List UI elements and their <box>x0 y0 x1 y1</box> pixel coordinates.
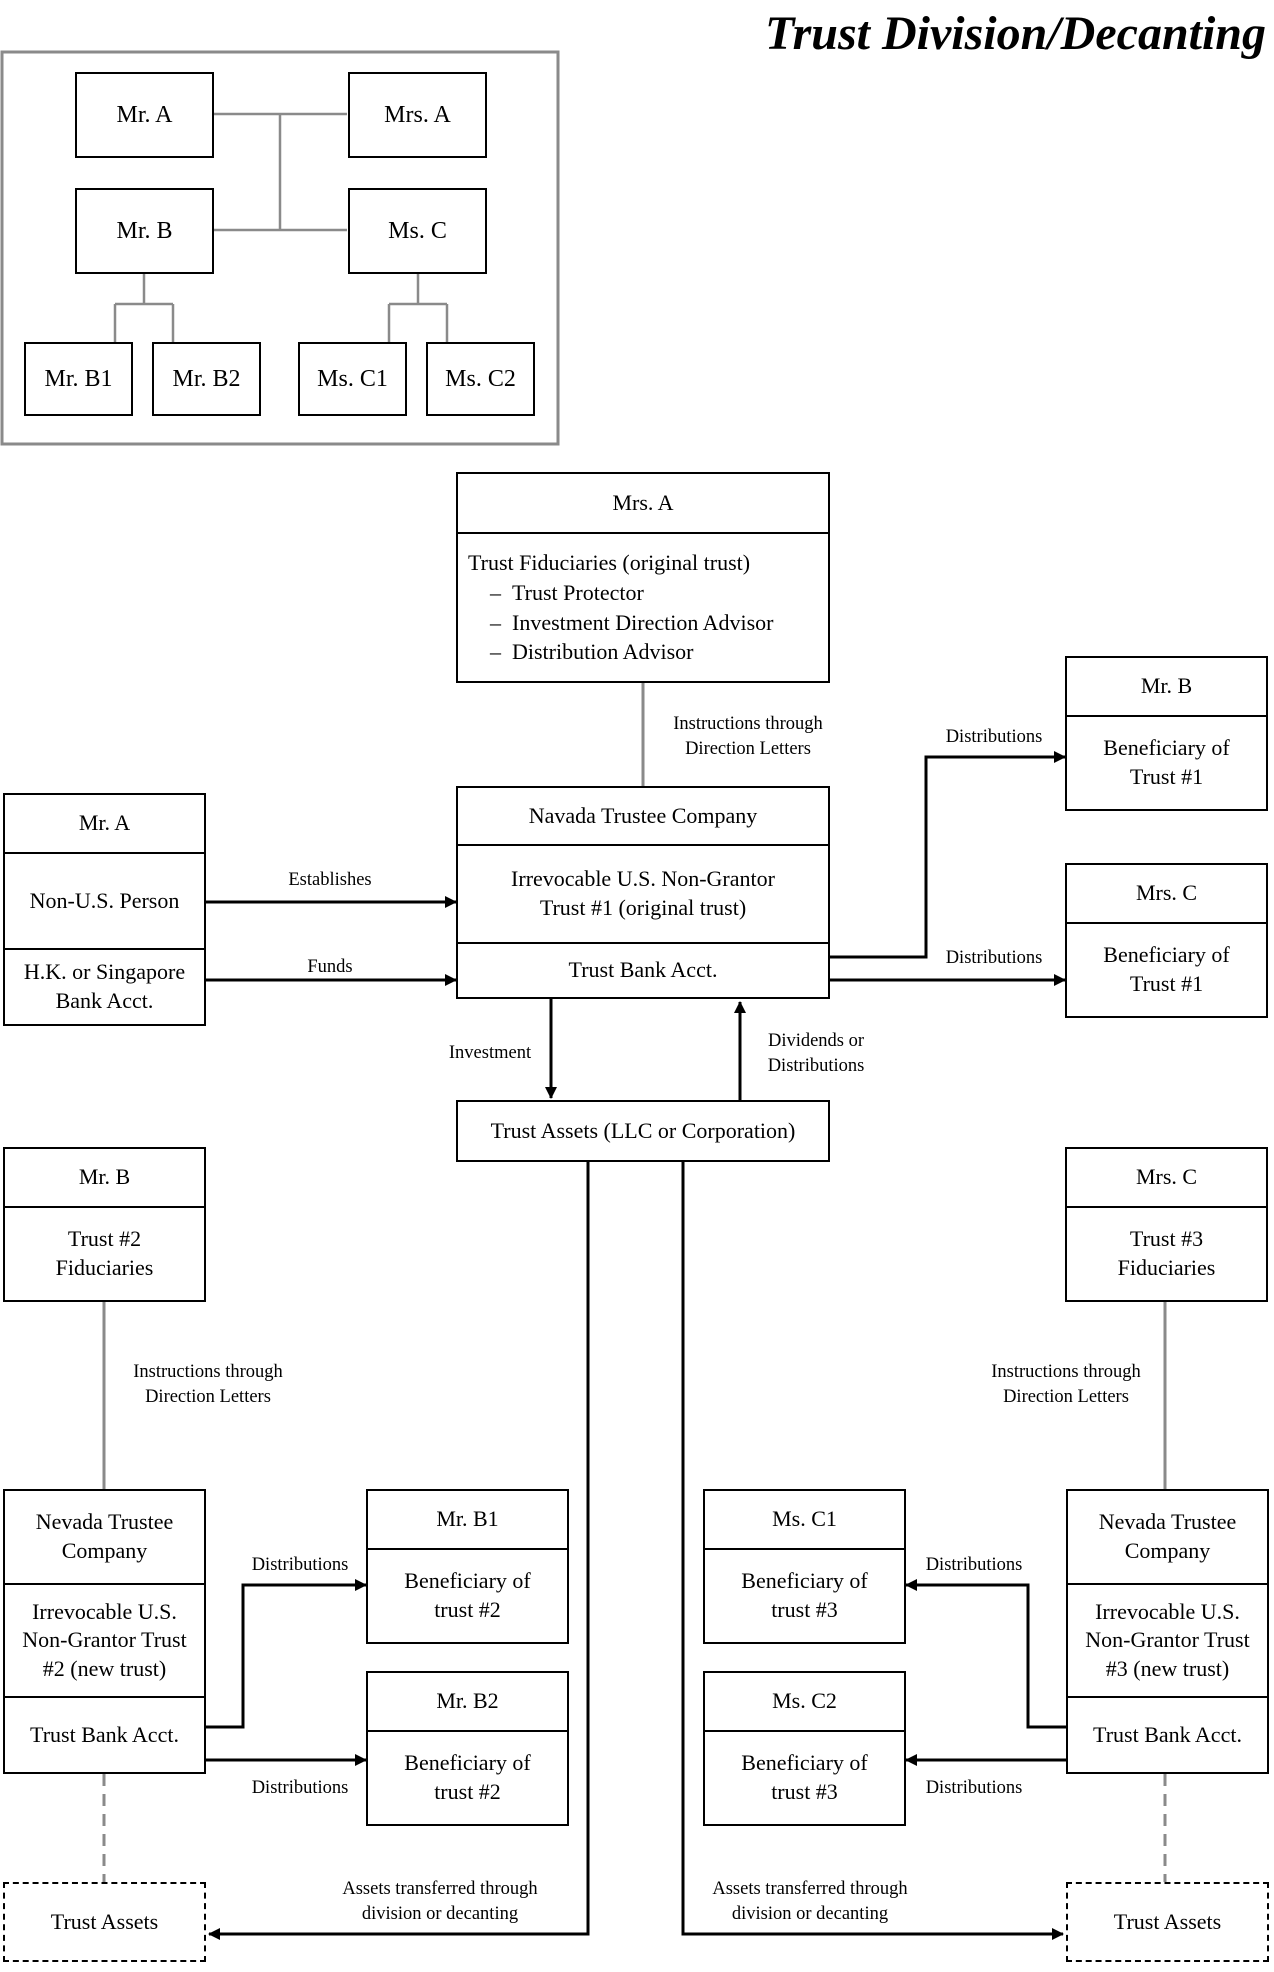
family-ms-c1: Ms. C1 <box>298 342 407 416</box>
role-investment-advisor: Investment Direction Advisor <box>468 608 774 638</box>
ms-c1-role: Beneficiary of trust #3 <box>705 1548 904 1642</box>
trust-assets-left-label: Trust Assets <box>50 1908 159 1934</box>
label-distributions-b2: Distributions <box>251 1778 349 1798</box>
mr-a-header: Mr. A <box>78 810 131 836</box>
label-dividends: Dividends or Distributions <box>767 1031 865 1076</box>
role-trust-protector: Trust Protector <box>468 578 644 608</box>
mr-b-beneficiary-box: Mr. B Beneficiary of Trust #1 <box>1065 656 1268 811</box>
role-distribution-advisor: Distribution Advisor <box>468 637 694 667</box>
mrs-a-header: Mrs. A <box>612 489 674 515</box>
trust-3-bank: Trust Bank Acct. <box>1068 1696 1267 1772</box>
mrs-a-fiduciaries-box: Mrs. A Trust Fiduciaries (original trust… <box>456 472 830 683</box>
trust-assets-right-label: Trust Assets <box>1113 1908 1222 1934</box>
mr-b-fid-header: Mr. B <box>78 1164 131 1190</box>
mr-a-box: Mr. A Non-U.S. Person H.K. or Singapore … <box>3 793 206 1026</box>
ms-c1-beneficiary-box: Ms. C1 Beneficiary of trust #3 <box>703 1489 906 1644</box>
ms-c2-header: Ms. C2 <box>772 1688 837 1714</box>
mr-b1-role: Beneficiary of trust #2 <box>368 1548 567 1642</box>
ms-c2-beneficiary-box: Ms. C2 Beneficiary of trust #3 <box>703 1671 906 1826</box>
label-establishes: Establishes <box>288 870 372 890</box>
mrs-c-beneficiary-box: Mrs. C Beneficiary of Trust #1 <box>1065 863 1268 1018</box>
family-ms-c: Ms. C <box>348 188 487 274</box>
label-instructions-top: Instructions through Direction Letters <box>673 714 823 759</box>
mrs-c-fid-role: Trust #3 Fiduciaries <box>1067 1206 1266 1300</box>
trust-assets-left-box: Trust Assets <box>3 1882 206 1962</box>
family-mrs-a: Mrs. A <box>348 72 487 158</box>
trust-3-trustee: Nevada Trustee Company <box>1098 1509 1237 1563</box>
label-transfer-right: Assets transferred through division or d… <box>712 1879 908 1924</box>
trust-2-box: Nevada Trustee Company Irrevocable U.S. … <box>3 1489 206 1774</box>
trust-1-trustee: Navada Trustee Company <box>528 802 758 828</box>
label-distributions-c1: Distributions <box>925 1555 1023 1575</box>
trust-1-box: Navada Trustee Company Irrevocable U.S. … <box>456 786 830 999</box>
trust-1-name: Irrevocable U.S. Non-Grantor Trust #1 (o… <box>458 844 828 942</box>
trust-2-trustee: Nevada Trustee Company <box>35 1509 174 1563</box>
trust-2-name: Irrevocable U.S. Non-Grantor Trust #2 (n… <box>5 1583 204 1696</box>
trust-3-name: Irrevocable U.S. Non-Grantor Trust #3 (n… <box>1068 1583 1267 1696</box>
label-funds: Funds <box>307 957 353 977</box>
ms-c2-role: Beneficiary of trust #3 <box>705 1730 904 1824</box>
family-mr-b: Mr. B <box>75 188 214 274</box>
label-distributions-c2: Distributions <box>925 1778 1023 1798</box>
label-transfer-left: Assets transferred through division or d… <box>342 1879 538 1924</box>
family-tree-lines <box>113 112 449 342</box>
ms-c1-header: Ms. C1 <box>772 1506 837 1532</box>
trust-3-box: Nevada Trustee Company Irrevocable U.S. … <box>1066 1489 1269 1774</box>
mrs-c-fiduciaries-box: Mrs. C Trust #3 Fiduciaries <box>1065 1147 1268 1302</box>
mr-a-person: Non-U.S. Person <box>5 852 204 948</box>
family-ms-c2: Ms. C2 <box>426 342 535 416</box>
mr-b2-role: Beneficiary of trust #2 <box>368 1730 567 1824</box>
mr-b-header: Mr. B <box>1140 673 1193 699</box>
label-distributions-b: Distributions <box>945 727 1043 747</box>
label-investment: Investment <box>448 1043 532 1063</box>
family-tree-frame <box>0 50 560 446</box>
label-instructions-left: Instructions through Direction Letters <box>133 1362 283 1407</box>
trust-assets-main-box: Trust Assets (LLC or Corporation) <box>456 1100 830 1162</box>
trust-assets-right-box: Trust Assets <box>1066 1882 1269 1962</box>
mrs-c-fid-header: Mrs. C <box>1135 1164 1198 1190</box>
mrs-c-header: Mrs. C <box>1135 880 1198 906</box>
mrs-c-role: Beneficiary of Trust #1 <box>1067 922 1266 1016</box>
mr-b-fid-role: Trust #2 Fiduciaries <box>5 1206 204 1300</box>
mr-a-bank: H.K. or Singapore Bank Acct. <box>5 948 204 1024</box>
mr-b2-header: Mr. B2 <box>436 1688 499 1714</box>
mr-b2-beneficiary-box: Mr. B2 Beneficiary of trust #2 <box>366 1671 569 1826</box>
label-distributions-c: Distributions <box>945 948 1043 968</box>
fiduciary-roles: Trust Fiduciaries (original trust) Trust… <box>458 532 828 681</box>
trust-assets-main-label: Trust Assets (LLC or Corporation) <box>490 1117 796 1143</box>
mr-b1-beneficiary-box: Mr. B1 Beneficiary of trust #2 <box>366 1489 569 1644</box>
family-mr-b2: Mr. B2 <box>152 342 261 416</box>
family-mr-a: Mr. A <box>75 72 214 158</box>
mr-b-role: Beneficiary of Trust #1 <box>1067 715 1266 809</box>
instruction-lines <box>102 683 1167 1882</box>
mr-b1-header: Mr. B1 <box>436 1506 499 1532</box>
family-mr-b1: Mr. B1 <box>24 342 133 416</box>
label-instructions-right: Instructions through Direction Letters <box>991 1362 1141 1407</box>
label-distributions-b1: Distributions <box>251 1555 349 1575</box>
fiduciaries-heading: Trust Fiduciaries (original trust) <box>468 550 751 576</box>
trust-1-bank: Trust Bank Acct. <box>458 942 828 997</box>
page-title: Trust Division/Decanting <box>765 7 1266 60</box>
flow-arrows <box>206 751 1066 1940</box>
mr-b-fiduciaries-box: Mr. B Trust #2 Fiduciaries <box>3 1147 206 1302</box>
trust-2-bank: Trust Bank Acct. <box>5 1696 204 1772</box>
